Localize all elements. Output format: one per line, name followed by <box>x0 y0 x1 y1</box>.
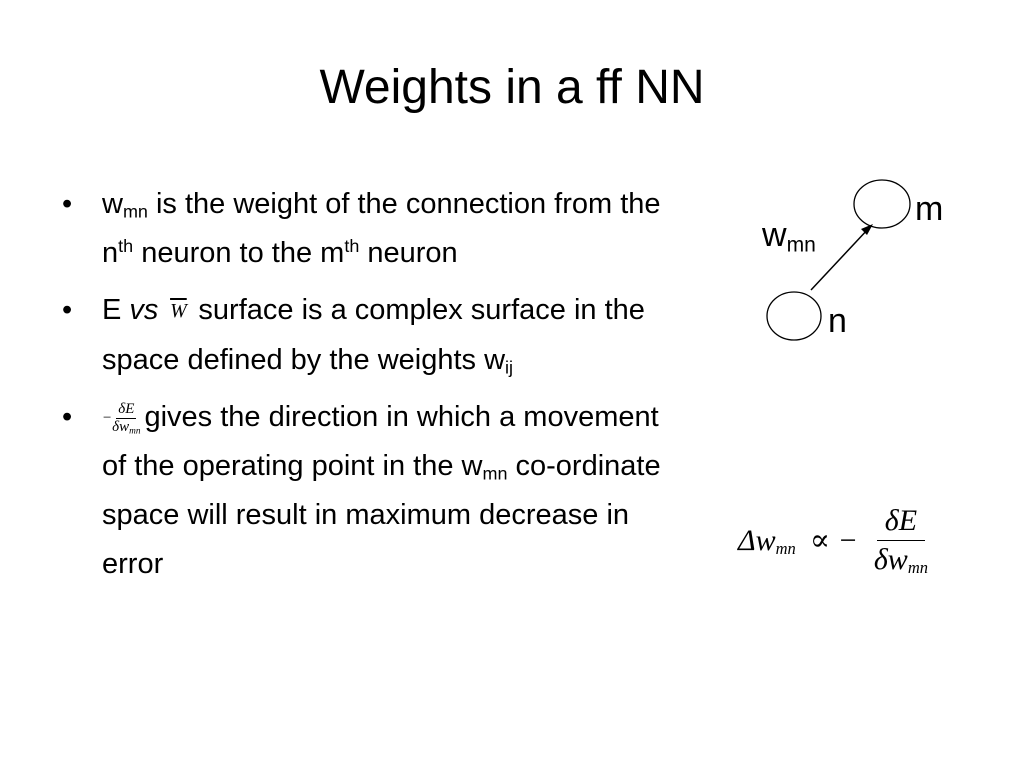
neuron-connection-diagram: m n wmn <box>760 178 980 358</box>
vs-text: vs <box>129 294 159 326</box>
weight-vector-letter: W <box>170 299 187 322</box>
weight-symbol: w <box>102 188 123 220</box>
bullet-marker: • <box>62 294 73 326</box>
neuron-m-circle <box>853 179 911 229</box>
slide-title: Weights in a ff NN <box>319 61 705 114</box>
neuron-m-label: m <box>915 190 944 228</box>
negative-gradient-inline: − δE δwmn <box>102 401 140 436</box>
bullet-marker: • <box>62 400 73 433</box>
formula-denominator: δwmn <box>866 541 936 579</box>
weight-update-formula: Δwmn ∝ − δE δwmn <box>738 502 936 579</box>
neuron-n-label: n <box>828 302 847 340</box>
delta-w: Δw <box>738 523 776 557</box>
formula-fraction: δE δwmn <box>866 502 936 579</box>
weight-subscript: mn <box>482 463 508 484</box>
weight-subscript: ij <box>505 357 514 378</box>
formula-numerator: δE <box>876 502 926 541</box>
weight-label: wmn <box>762 216 816 255</box>
superscript: th <box>118 236 134 257</box>
bullet-weight-definition: • wmn is the weight of the connection fr… <box>62 180 682 278</box>
bullet-text: is the weight of the connection from the… <box>102 188 661 269</box>
weight-label-letter: w <box>762 216 787 254</box>
bullet-text: co-ordinate space will result in maximum… <box>102 449 661 580</box>
arrow-head-icon <box>861 224 873 235</box>
weight-vector-symbol: W <box>158 287 198 336</box>
weight-label-subscript: mn <box>786 233 816 257</box>
weight-subscript: mn <box>122 201 148 222</box>
bullet-marker: • <box>62 188 73 220</box>
bullet-gradient-direction: • − δE δwmn gives the direction in which… <box>62 393 682 589</box>
fraction-numerator: δE <box>116 400 137 419</box>
connection-arrow-line <box>810 227 870 291</box>
proportional-sign: ∝ − <box>809 524 858 557</box>
bullet-text: gives the direction in which a movement … <box>102 400 659 482</box>
formula-denominator-subscript: mn <box>907 558 928 578</box>
bullet-text: surface is a complex surface in the spac… <box>102 294 645 376</box>
fraction: δE δwmn <box>112 401 140 436</box>
denominator-text: δw <box>112 418 130 435</box>
bullet-list: • wmn is the weight of the connection fr… <box>62 180 682 597</box>
denominator-subscript: mn <box>129 426 141 436</box>
diagram-graphic <box>766 179 911 341</box>
superscript: th <box>344 236 360 257</box>
bullet-text: neuron <box>359 237 458 269</box>
lhs-subscript: mn <box>775 538 796 558</box>
bullet-text: E <box>102 294 130 326</box>
formula-denominator-text: δw <box>873 543 908 576</box>
formula-lhs: Δwmn <box>738 524 796 558</box>
minus-sign: − <box>102 409 113 426</box>
neuron-n-circle <box>766 291 822 341</box>
fraction-denominator: δwmn <box>112 419 140 436</box>
bullet-text: neuron to the m <box>133 237 345 269</box>
